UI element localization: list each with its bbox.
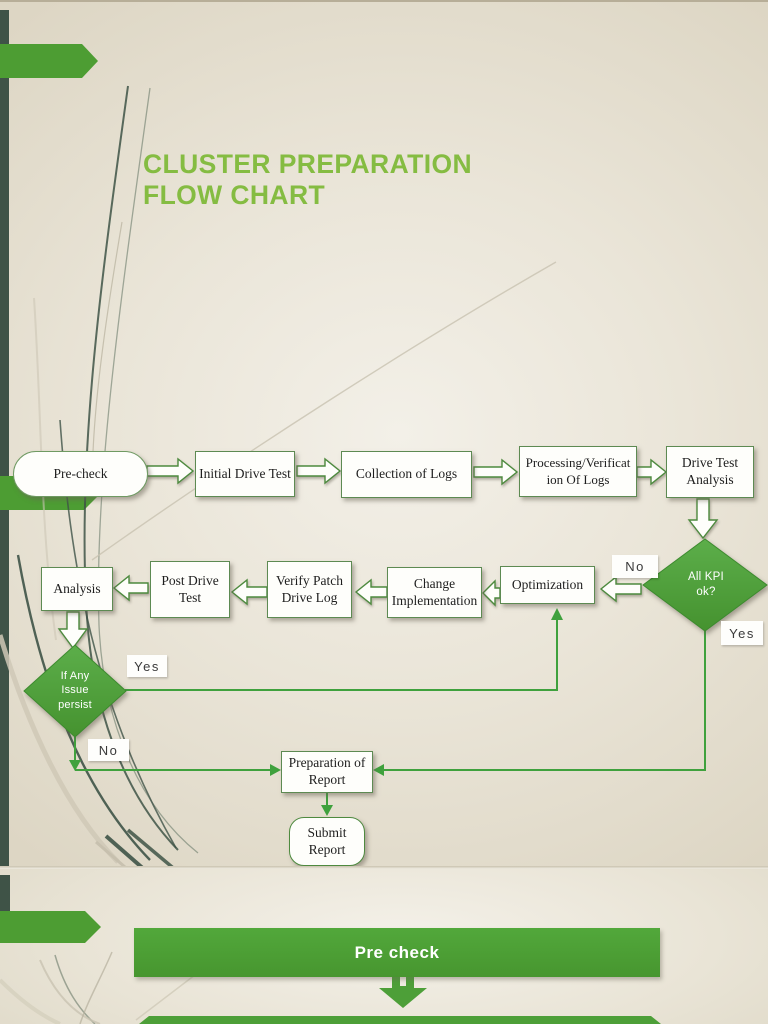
decision-text-issue: If Any Issue persist (58, 670, 92, 711)
flow-arrow-left (112, 574, 149, 602)
flowchart-shapes (23, 457, 768, 816)
branch-label-kpi-no: No (612, 555, 658, 578)
chevron-bar (139, 1016, 661, 1024)
pennant-arrow-icon (0, 911, 101, 943)
branch-label-issue-no: No (88, 739, 129, 761)
flow-arrows (57, 457, 719, 650)
banner-pre-check: Pre check (134, 928, 660, 977)
branch-label-kpi-yes: Yes (721, 621, 763, 645)
slide-divider (0, 866, 768, 869)
flow-arrow-right (636, 458, 668, 486)
flow-node-change-implementation: Change Implementation (387, 567, 482, 618)
connector-lines (74, 614, 706, 806)
flow-node-post-drive-test: Post Drive Test (150, 561, 230, 618)
flow-arrow-right (146, 457, 195, 485)
flow-arrow-left (230, 578, 268, 606)
decision-diamond-all-kpi (642, 538, 768, 632)
page-top-edge (0, 0, 768, 2)
flow-arrow-right (473, 458, 519, 486)
left-sidebar-strip (0, 875, 10, 943)
flow-node-analysis: Analysis (41, 567, 113, 611)
flow-arrow-left (354, 578, 388, 606)
pennant-arrow-icon (0, 44, 98, 78)
connector-issue-yes (125, 614, 558, 691)
flow-node-processing-verification: Processing/Verificat ion Of Logs (519, 446, 637, 497)
flow-node-optimization: Optimization (500, 566, 595, 604)
slide2-decoration (0, 875, 661, 1024)
flow-node-drive-test-analysis: Drive Test Analysis (666, 446, 754, 498)
slide-2: Pre check (0, 869, 768, 1024)
flow-arrow-left (482, 579, 501, 607)
flow-arrow-down (57, 611, 89, 650)
notched-down-arrow-icon (379, 977, 427, 1008)
decision-text-all-kpi: All KPI ok? (688, 571, 724, 598)
flow-node-collection-of-logs: Collection of Logs (341, 451, 472, 498)
connector-kpi-yes (383, 631, 706, 771)
branch-label-issue-yes: Yes (127, 655, 167, 677)
decision-diamonds (23, 538, 768, 738)
slide-1: CLUSTER PREPARATION FLOW CHART Pre-check… (0, 0, 768, 866)
flow-arrow-right (296, 457, 342, 485)
flow-node-verify-patch-drive-log: Verify Patch Drive Log (267, 561, 352, 618)
flow-node-initial-drive-test: Initial Drive Test (195, 451, 295, 497)
slide-title: CLUSTER PREPARATION FLOW CHART (143, 149, 473, 210)
flow-node-submit-report: Submit Report (289, 817, 365, 866)
decision-diamond-issue (23, 644, 127, 738)
left-sidebar-strip (0, 10, 9, 866)
flow-node-preparation-of-report: Preparation of Report (281, 751, 373, 793)
flow-node-pre-check: Pre-check (13, 451, 148, 497)
flow-arrow-down (687, 498, 719, 540)
flow-arrow-left (599, 575, 642, 603)
connector-arrowheads (69, 608, 563, 816)
